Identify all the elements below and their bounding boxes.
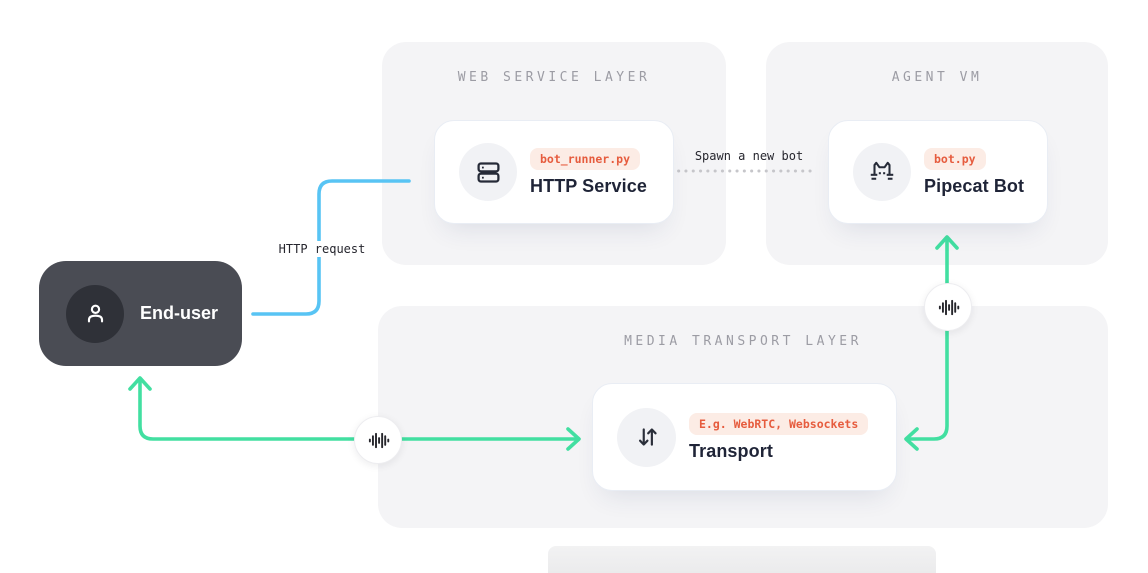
bottom-reflection-band <box>548 546 936 573</box>
arrowhead-left-transport <box>904 427 919 451</box>
file-badge-bot-runner: bot_runner.py <box>530 147 641 170</box>
arrowhead-right-transport <box>566 427 581 451</box>
pipecat-cat-icon <box>853 143 911 201</box>
node-title-transport: Transport <box>689 440 773 461</box>
node-title-pipecat-bot: Pipecat Bot <box>924 175 1025 196</box>
node-title-end-user: End-user <box>140 303 219 323</box>
person-icon <box>66 284 124 343</box>
server-icon <box>459 143 517 201</box>
waveform-icon <box>924 283 972 331</box>
waveform-icon <box>354 416 402 464</box>
arrowhead-up-pipecat-bot <box>935 235 959 250</box>
edge-audio-left-line <box>138 378 579 441</box>
node-title-http-service: HTTP Service <box>530 175 647 196</box>
node-end-user: End-user <box>39 261 242 366</box>
arrowhead-up-enduser <box>128 376 152 391</box>
panel-title-media-transport-layer: MEDIA TRANSPORT LAYER <box>624 334 862 349</box>
transport-examples-badge: E.g. WebRTC, Websockets <box>689 412 869 435</box>
edge-label-http-request: HTTP request <box>273 241 371 257</box>
edge-label-spawn-a-new-bot: Spawn a new bot <box>694 149 804 163</box>
panel-title-agent-vm: AGENT VM <box>891 70 983 85</box>
node-pipecat-bot: bot.py Pipecat Bot <box>828 120 1048 224</box>
panel-title-web-service-layer: WEB SERVICE LAYER <box>457 70 651 85</box>
node-http-service: bot_runner.py HTTP Service <box>434 120 674 224</box>
edge-audio-right-line <box>906 236 949 441</box>
transfer-arrows-icon <box>617 407 676 467</box>
file-badge-bot-py: bot.py <box>924 147 986 170</box>
node-transport: E.g. WebRTC, Websockets Transport <box>592 383 897 491</box>
